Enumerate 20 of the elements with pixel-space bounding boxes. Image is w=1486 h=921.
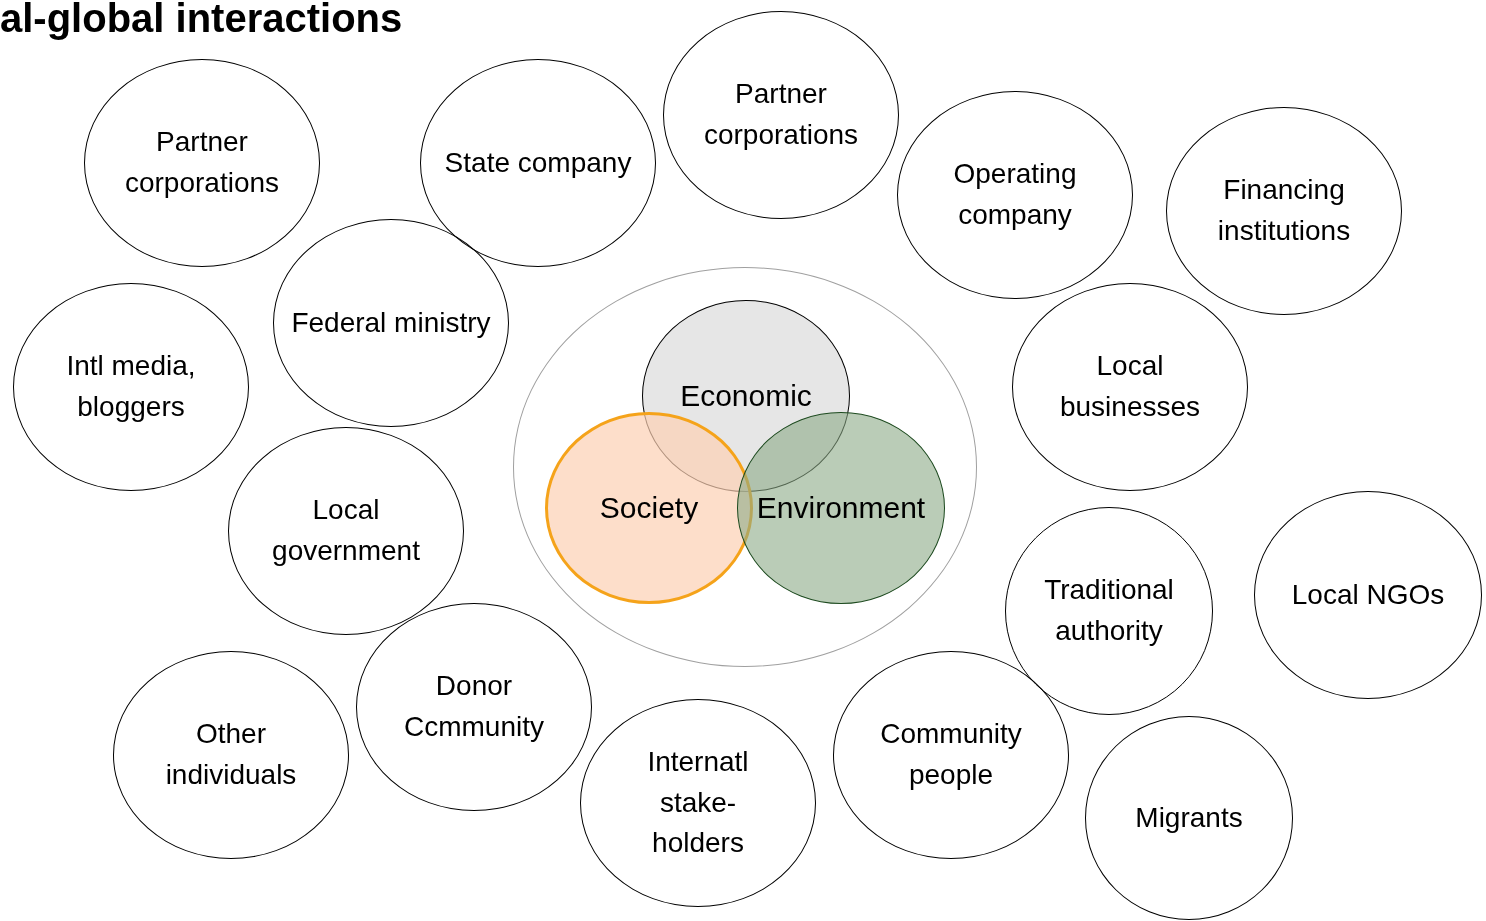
stakeholder-label: Operating company <box>952 157 1078 232</box>
diagram-title: al-global interactions <box>0 0 403 41</box>
stakeholder-label: Partner corporations <box>123 125 281 200</box>
stakeholder-label: Donor Ccmmunity <box>403 669 545 744</box>
stakeholder-label: State company <box>444 145 632 180</box>
stakeholder-label: Intl media, bloggers <box>65 349 197 424</box>
stakeholder-label: Other individuals <box>164 717 298 792</box>
stakeholder-label: Local NGOs <box>1291 577 1445 612</box>
stakeholder-label: Economic <box>680 378 812 415</box>
stakeholder-label: Community people <box>879 717 1023 792</box>
stakeholder-label: Local government <box>271 493 421 568</box>
stakeholder-label: Environment <box>756 490 926 527</box>
stakeholder-label: Society <box>599 490 699 527</box>
stakeholder-label: Federal ministry <box>291 305 491 340</box>
stakeholder-label: Local businesses <box>1058 349 1202 424</box>
stakeholder-label: Financing institutions <box>1216 173 1352 248</box>
stakeholder-label: Partner corporations <box>702 77 860 152</box>
stakeholder-label: Internatl stake-holders <box>646 745 750 861</box>
stakeholder-label: Migrants <box>1135 800 1243 835</box>
stakeholder-label: Traditional authority <box>1043 573 1175 648</box>
